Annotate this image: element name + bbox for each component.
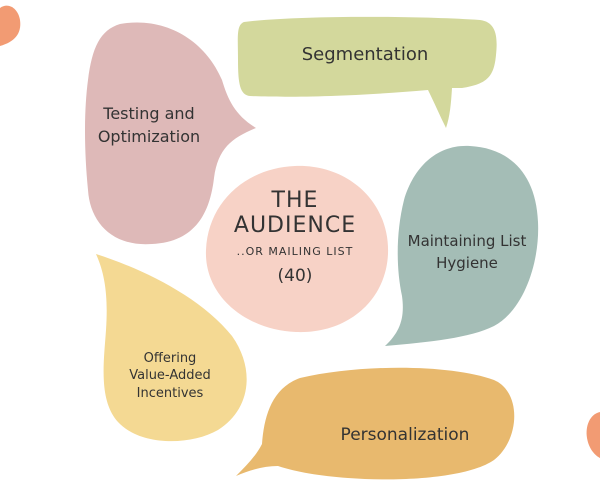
audience-subtitle: ..OR MAILING LIST (236, 244, 354, 258)
segmentation-label-line1: Segmentation (301, 43, 429, 65)
audience-circle (205, 165, 389, 333)
testing-bubble (85, 22, 256, 245)
segmentation-label: Segmentation (265, 38, 465, 72)
segmentation-bubble (237, 16, 497, 128)
corner-blob-bottom-right (586, 412, 600, 458)
corner-blob-top-left (0, 5, 21, 46)
personalization-label-line1: Personalization (340, 424, 470, 445)
hygiene-label-line2: Hygiene (436, 254, 498, 272)
audience-title-line1: THE (271, 188, 319, 213)
incentives-label-line3: Incentives (136, 385, 204, 401)
hygiene-label-line1: Maintaining List (407, 232, 527, 251)
incentives-label-line1: Offering (143, 350, 197, 366)
audience-title-line2: AUDIENCE (233, 213, 357, 239)
hygiene-bubble (385, 145, 539, 346)
audience-text: THE AUDIENCE ..OR MAILING LIST (40) (205, 188, 385, 286)
audience-count: (40) (277, 265, 313, 286)
testing-label: Testing and Optimization (84, 90, 214, 160)
testing-label-line1: Testing and (103, 103, 195, 123)
personalization-label: Personalization (320, 418, 490, 452)
incentives-label: Offering Value-Added Incentives (110, 340, 230, 412)
testing-label-line2: Optimization (97, 127, 201, 146)
hygiene-label: Maintaining List Hygiene (396, 218, 538, 288)
incentives-label-line2: Value-Added (129, 368, 211, 384)
incentives-bubble (96, 254, 247, 442)
personalization-bubble (236, 367, 515, 480)
